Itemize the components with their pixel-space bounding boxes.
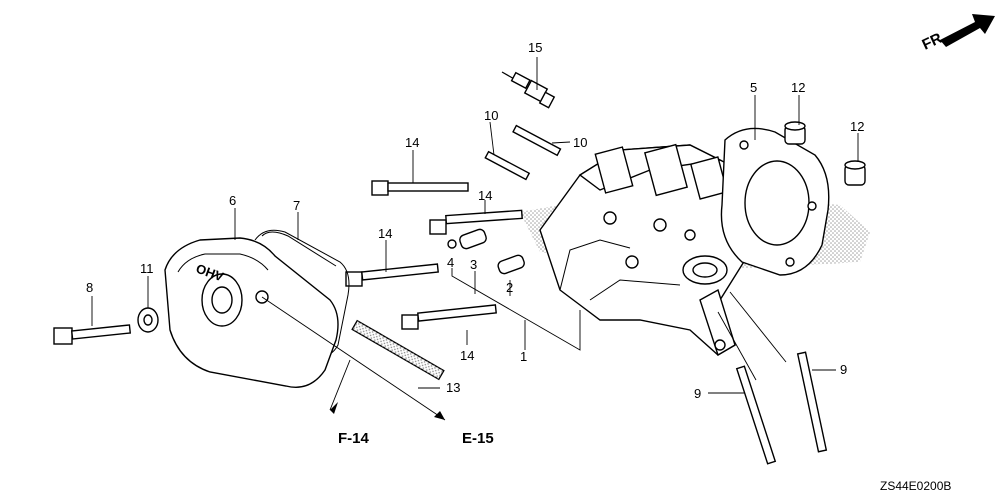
flange-bolt-middle [429, 209, 523, 235]
callout-14-top: 14 [405, 135, 419, 150]
callout-8: 8 [86, 280, 93, 295]
stud-bolt-right-long [796, 351, 828, 453]
head-cover: OHV [164, 237, 339, 388]
callout-9-left: 9 [694, 386, 701, 401]
flange-bolt-bottom [401, 304, 497, 330]
leader-lines [91, 57, 859, 421]
flange-bolt-top [371, 180, 469, 196]
diagram-code: ZS44E0200B [880, 479, 951, 493]
collar-upper [784, 121, 806, 145]
cover-bolt [53, 324, 132, 345]
callout-2: 2 [506, 280, 513, 295]
callout-12-upper: 12 [791, 80, 805, 95]
stud-bolt-lower [484, 150, 531, 181]
callout-14-middle: 14 [478, 188, 492, 203]
callout-13: 13 [446, 380, 460, 395]
callout-12-lower: 12 [850, 119, 864, 134]
callout-4: 4 [447, 255, 454, 270]
cylinder-head [539, 143, 756, 357]
collar-lower [844, 160, 866, 186]
head-gasket [720, 127, 830, 276]
stud-bolt-left-long [735, 365, 777, 465]
callout-3: 3 [470, 257, 477, 272]
callout-14-left: 14 [378, 226, 392, 241]
callout-7: 7 [293, 198, 300, 213]
flange-bolt-left [345, 263, 439, 287]
front-arrow-icon [940, 14, 995, 47]
spark-plug [501, 71, 556, 109]
callout-11: 11 [140, 261, 154, 276]
callout-1: 1 [520, 349, 527, 364]
callout-10-left: 10 [484, 108, 498, 123]
breather-tube [351, 319, 445, 381]
callout-9-right: 9 [840, 362, 847, 377]
callout-15: 15 [528, 40, 542, 55]
valve-guide [459, 228, 487, 250]
callout-6: 6 [229, 193, 236, 208]
o-ring [447, 239, 457, 249]
reference-f14: F-14 [338, 430, 370, 447]
stud-bolt-upper [512, 124, 562, 157]
callout-5: 5 [750, 80, 757, 95]
callout-10-right: 10 [573, 135, 587, 150]
reference-e15: E-15 [462, 430, 494, 447]
dowel-pin [497, 254, 525, 275]
sealing-washer [137, 307, 159, 333]
front-marker-label: FR. [920, 28, 949, 54]
callout-14-bottom: 14 [460, 348, 474, 363]
